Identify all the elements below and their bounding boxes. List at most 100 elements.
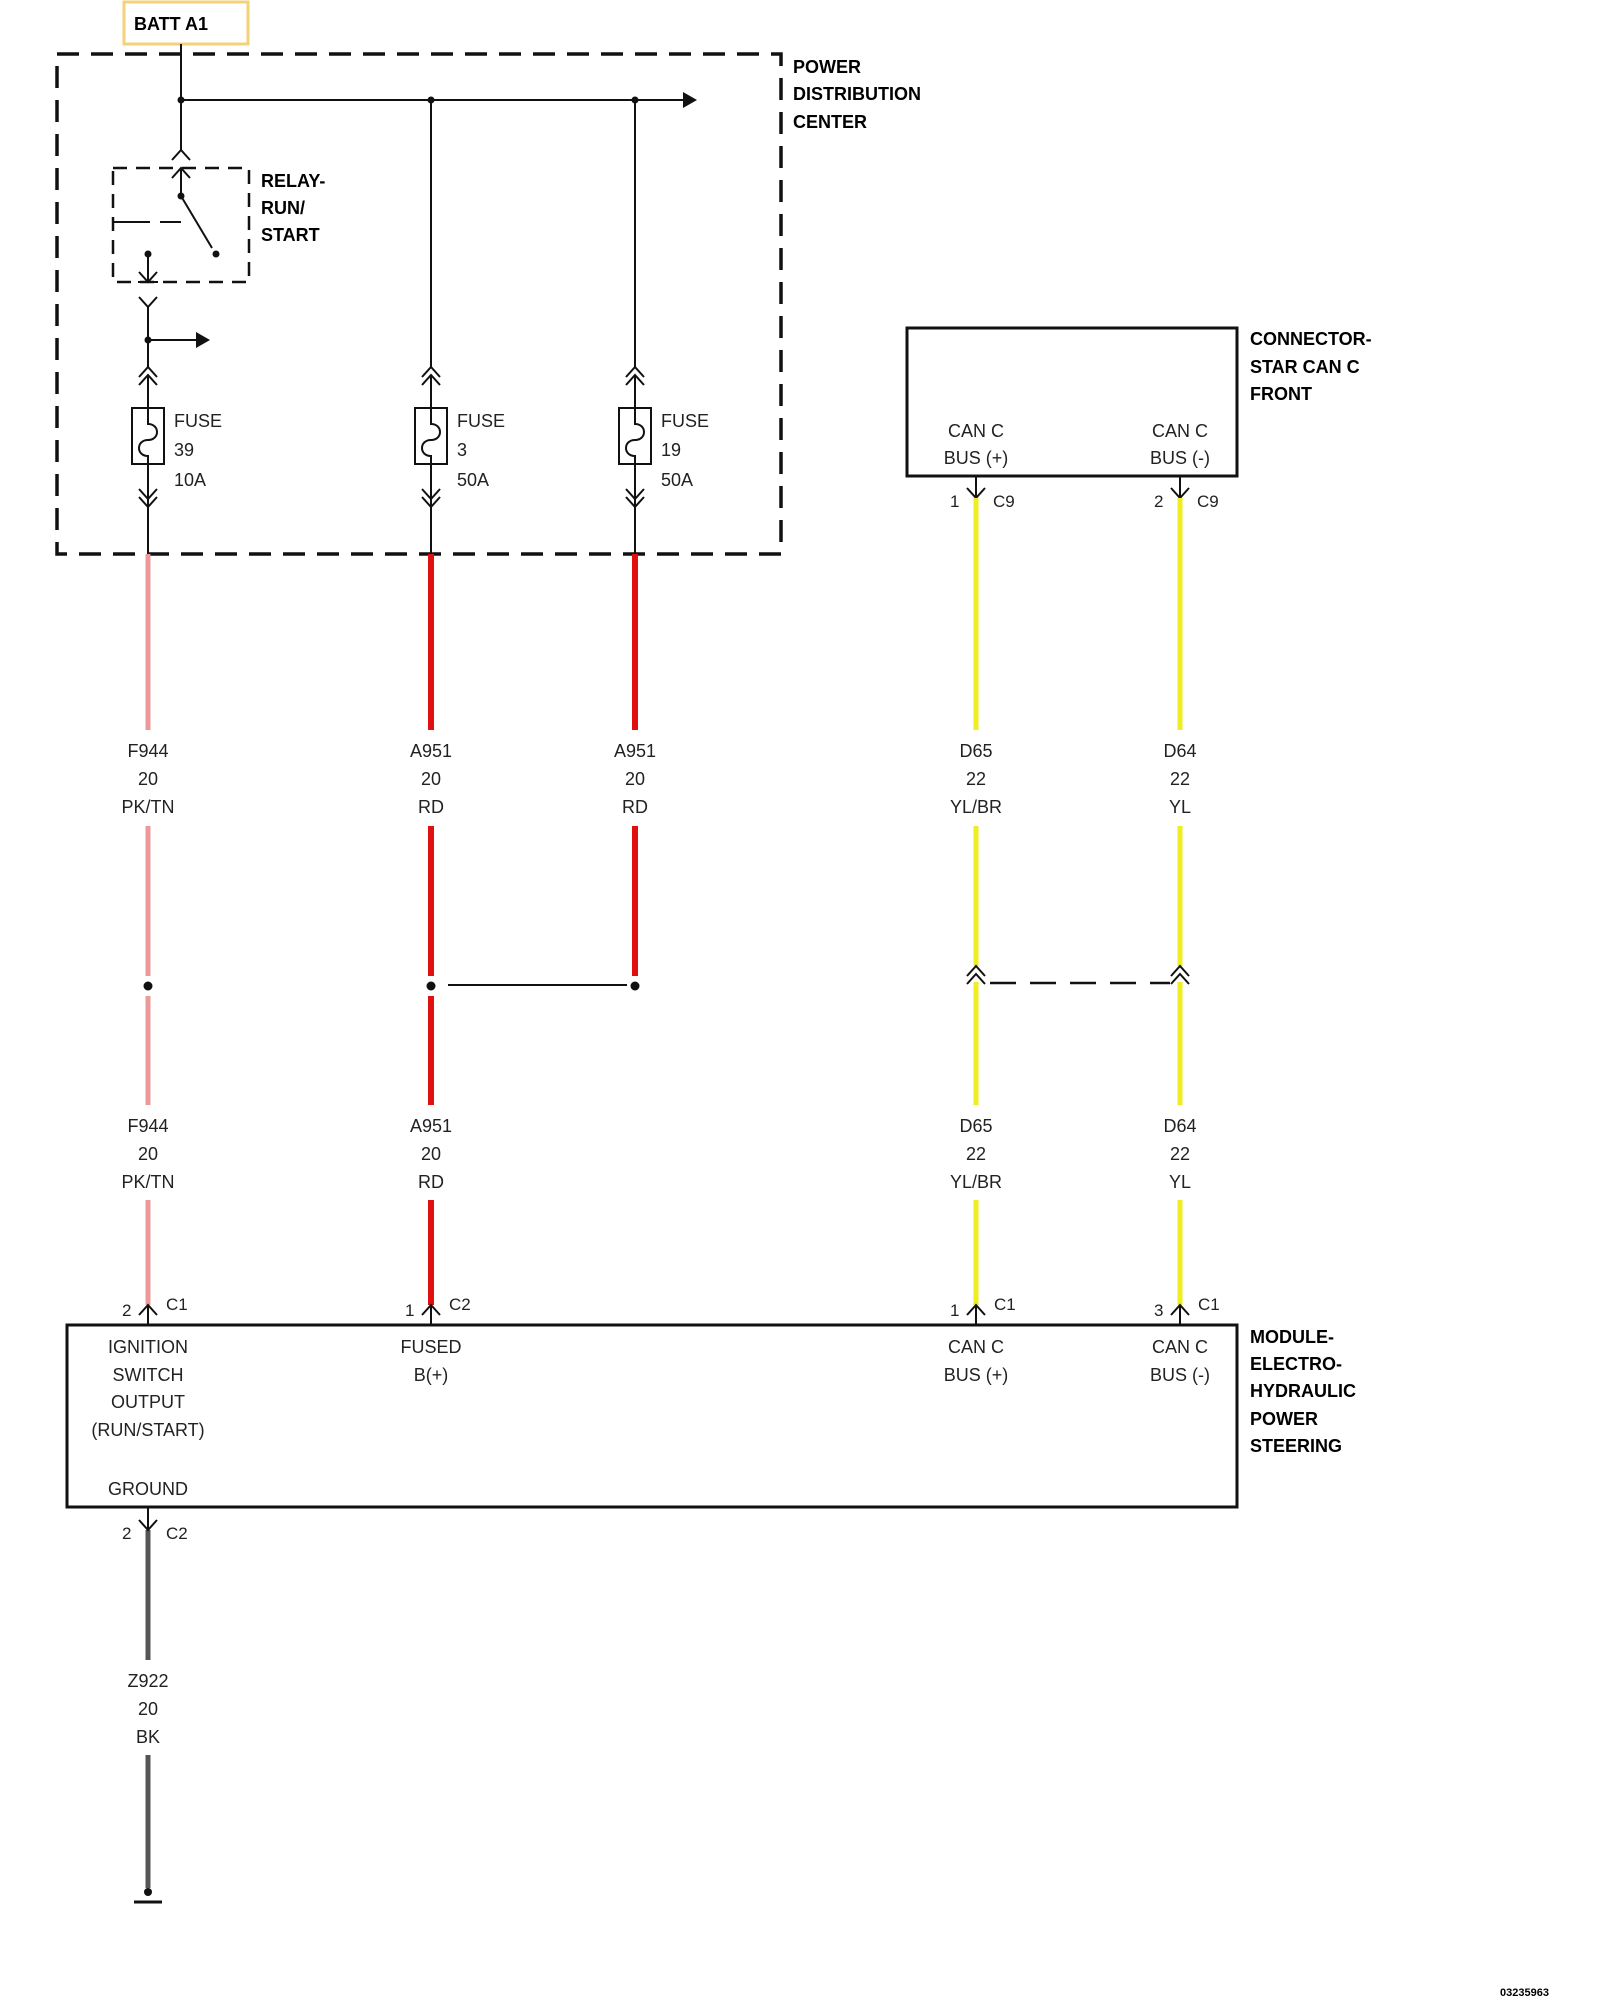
- module-ground-label: GROUND: [108, 1479, 188, 1499]
- module-ign-label-4: (RUN/START): [91, 1420, 204, 1440]
- relay-label-3: START: [261, 225, 320, 245]
- batt-label: BATT A1: [134, 14, 208, 34]
- module-pin-connector-id: C1: [994, 1295, 1016, 1314]
- wire-upper-color: YL/BR: [950, 797, 1002, 817]
- fuse-out-connector: [421, 488, 441, 501]
- fuse-label: FUSE: [457, 411, 505, 431]
- module-pin-number: 1: [405, 1301, 414, 1320]
- star-connector-box: [905, 326, 1239, 478]
- c9-plus-connector-id: C9: [993, 492, 1015, 511]
- wire-upper-gauge: 20: [625, 769, 645, 789]
- ground-pin-connector-id: C2: [166, 1524, 188, 1543]
- wire-upper-color: PK/TN: [121, 797, 174, 817]
- module-name-4: POWER: [1250, 1409, 1318, 1429]
- module-name-2: ELECTRO-: [1250, 1354, 1342, 1374]
- module-fused-label-1: FUSED: [400, 1337, 461, 1357]
- fuse-19: FUSE 19 50A: [618, 365, 709, 554]
- wire-lower-gauge: 20: [421, 1144, 441, 1164]
- wire-upper-color: RD: [418, 797, 444, 817]
- module-name-1: MODULE-: [1250, 1327, 1334, 1347]
- splice-dot: [426, 981, 436, 991]
- splice-dot: [143, 981, 153, 991]
- c9-minus-pin-number: 2: [1154, 492, 1163, 511]
- relay-label-1: RELAY-: [261, 171, 325, 191]
- fuse-rating: 10A: [174, 470, 206, 490]
- module-ign-label-3: OUTPUT: [111, 1392, 185, 1412]
- module-canm-label-2: BUS (-): [1150, 1365, 1210, 1385]
- wire-lower-color: RD: [418, 1172, 444, 1192]
- fuse-number: 39: [174, 440, 194, 460]
- wire-lower-gauge: 22: [966, 1144, 986, 1164]
- fuse-label: FUSE: [661, 411, 709, 431]
- inline-connector: [1170, 964, 1190, 977]
- ground-pin-number: 2: [122, 1524, 131, 1543]
- ground-wire-color: BK: [136, 1727, 160, 1747]
- star-can-minus-label-1: CAN C: [1152, 421, 1208, 441]
- fuse-number: 19: [661, 440, 681, 460]
- module-pin-number: 1: [950, 1301, 959, 1320]
- module-pin-connector-id: C1: [1198, 1295, 1220, 1314]
- bus-arrow: [683, 92, 697, 108]
- inline-connector-2: [966, 972, 986, 985]
- fuse-out-connector: [138, 488, 158, 501]
- module-ign-label-2: SWITCH: [113, 1365, 184, 1385]
- fuse-element: [138, 408, 158, 464]
- star-connector-label-3: FRONT: [1250, 384, 1312, 404]
- wire-lower-circuit: A951: [410, 1116, 452, 1136]
- star-can-minus-label-2: BUS (-): [1150, 448, 1210, 468]
- relay-contact: [212, 250, 220, 258]
- wire-lower-color: YL: [1169, 1172, 1191, 1192]
- eps-module-box: [65, 1323, 1239, 1509]
- module-name-3: HYDRAULIC: [1250, 1381, 1356, 1401]
- wire-upper-gauge: 22: [1170, 769, 1190, 789]
- wire-upper-color: YL: [1169, 797, 1191, 817]
- relay-branch-arrow: [196, 332, 210, 348]
- module-name-5: STEERING: [1250, 1436, 1342, 1456]
- wire-upper-color: RD: [622, 797, 648, 817]
- document-id: 03235963: [1500, 1987, 1549, 1999]
- relay-boundary: [111, 166, 251, 284]
- module-canp-label-1: CAN C: [948, 1337, 1004, 1357]
- fuse-in-connector: [625, 365, 645, 378]
- inline-connector-2: [1170, 972, 1190, 985]
- module-pin-connector-id: C2: [449, 1295, 471, 1314]
- wire-upper-circuit: D65: [959, 741, 992, 761]
- pdc-boundary: [55, 52, 783, 556]
- wire-lower-circuit: F944: [127, 1116, 168, 1136]
- wire-lower-circuit: D64: [1163, 1116, 1196, 1136]
- star-can-plus-label-2: BUS (+): [944, 448, 1009, 468]
- fuse-element: [421, 408, 441, 464]
- wire-upper-gauge: 20: [138, 769, 158, 789]
- module-pin-connector-id: C1: [166, 1295, 188, 1314]
- wire-upper-circuit: D64: [1163, 741, 1196, 761]
- module-canm-label-1: CAN C: [1152, 1337, 1208, 1357]
- fuse-rating: 50A: [457, 470, 489, 490]
- fuse-label: FUSE: [174, 411, 222, 431]
- relay-label-2: RUN/: [261, 198, 305, 218]
- wire-upper-gauge: 20: [421, 769, 441, 789]
- wire-upper-gauge: 22: [966, 769, 986, 789]
- c9-plus-pin-number: 1: [950, 492, 959, 511]
- pdc-label-1: POWER: [793, 57, 861, 77]
- fuse-out-connector: [625, 488, 645, 501]
- wire-upper-circuit: A951: [410, 741, 452, 761]
- relay-switch-arm: [180, 195, 213, 249]
- module-fused-label-2: B(+): [414, 1365, 449, 1385]
- ground-wire-circuit: Z922: [127, 1671, 168, 1691]
- fuse-39: FUSE 39 10A: [131, 365, 222, 554]
- star-connector-label-2: STAR CAN C: [1250, 357, 1360, 377]
- batt-label-box: [122, 0, 250, 46]
- wire-lower-color: YL/BR: [950, 1172, 1002, 1192]
- splice-dot: [630, 981, 640, 991]
- fuse-rating: 50A: [661, 470, 693, 490]
- module-pin-number: 3: [1154, 1301, 1163, 1320]
- wire-upper-circuit: F944: [127, 741, 168, 761]
- relay-output-pin-connector: [138, 296, 158, 309]
- module-ign-label-1: IGNITION: [108, 1337, 188, 1357]
- relay-input-connector: [171, 148, 191, 161]
- wire-lower-gauge: 20: [138, 1144, 158, 1164]
- fuse-in-connector: [421, 365, 441, 378]
- c9-minus-connector-id: C9: [1197, 492, 1219, 511]
